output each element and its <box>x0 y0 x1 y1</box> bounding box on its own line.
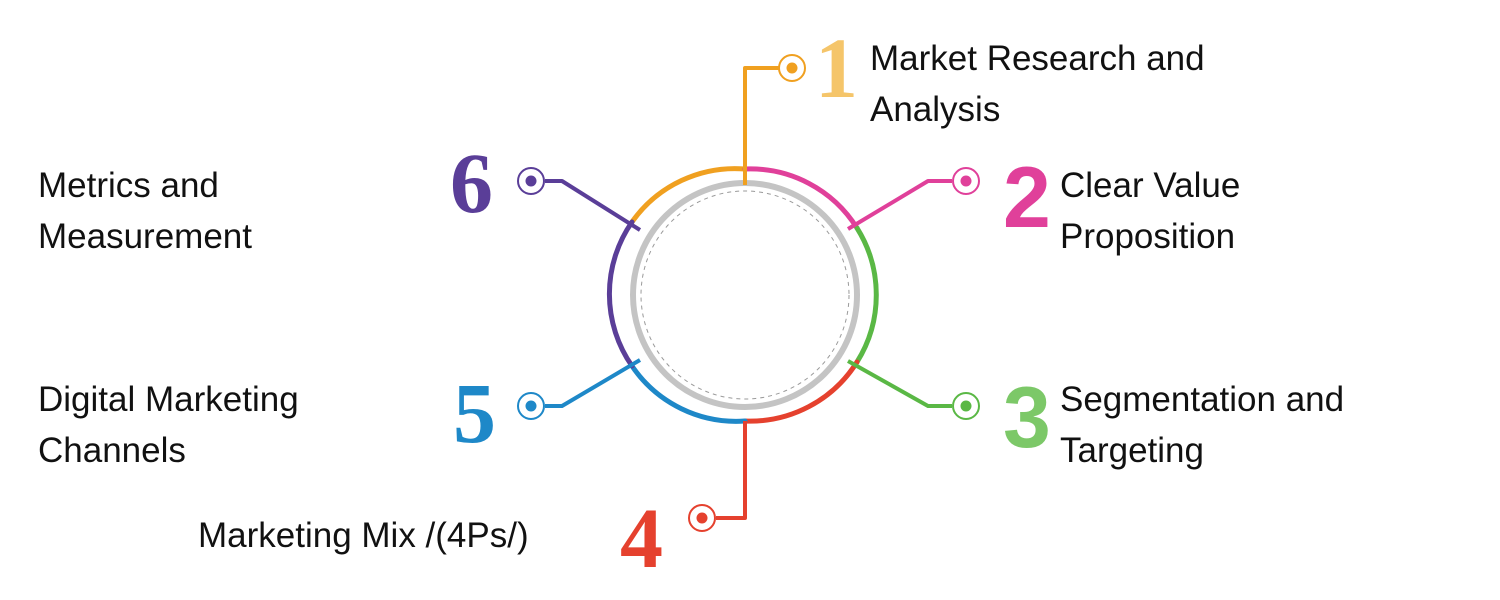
step-number-3: 3 <box>1003 370 1051 466</box>
step-label-1-line1: Market Research and <box>870 39 1205 78</box>
target-icon-6 <box>517 167 545 195</box>
step-label-2: Clear Value Proposition <box>1060 160 1240 262</box>
step-number-1: 1 <box>815 20 858 116</box>
step-number-6: 6 <box>450 135 493 231</box>
step-label-2-line2: Proposition <box>1060 217 1236 256</box>
connector-step-1 <box>743 66 780 185</box>
arc-step-4 <box>742 359 860 424</box>
arc-step-1 <box>629 166 748 225</box>
step-label-3: Segmentation and Targeting <box>1060 374 1344 476</box>
step-number-4: 4 <box>620 490 663 586</box>
step-label-2-line1: Clear Value <box>1060 166 1241 205</box>
step-label-4: Marketing Mix /(4Ps/) <box>198 510 529 561</box>
step-label-6-line2: Measurement <box>38 217 252 256</box>
target-icon-1 <box>778 54 806 82</box>
step-label-1: Market Research and Analysis <box>870 33 1205 135</box>
connector-step-3 <box>847 359 952 408</box>
arc-step-6 <box>606 219 635 369</box>
step-label-3-line2: Targeting <box>1060 431 1204 470</box>
target-icon-5 <box>517 392 545 420</box>
inner-dashed-ring <box>640 190 850 400</box>
arc-step-3 <box>854 225 879 365</box>
step-label-4-line1: Marketing Mix /(4Ps/) <box>198 516 529 555</box>
connector-step-4 <box>716 421 747 520</box>
target-icon-4 <box>688 504 716 532</box>
arc-step-2 <box>742 166 860 231</box>
step-label-5: Digital Marketing Channels <box>38 374 299 476</box>
inner-ring <box>630 180 860 410</box>
arc-step-5 <box>629 363 748 424</box>
target-icon-3 <box>952 392 980 420</box>
step-label-5-line2: Channels <box>38 431 186 470</box>
connector-step-6 <box>545 179 642 232</box>
step-label-3-line1: Segmentation and <box>1060 380 1345 419</box>
step-number-5: 5 <box>453 365 496 461</box>
target-icon-2 <box>952 167 980 195</box>
step-label-6-line1: Metrics and <box>38 166 219 205</box>
step-label-1-line2: Analysis <box>870 90 1001 129</box>
connector-step-2 <box>846 179 952 231</box>
step-label-6: Metrics and Measurement <box>38 160 252 262</box>
connector-step-5 <box>545 358 642 408</box>
step-label-5-line1: Digital Marketing <box>38 380 299 419</box>
step-number-2: 2 <box>1003 150 1051 246</box>
